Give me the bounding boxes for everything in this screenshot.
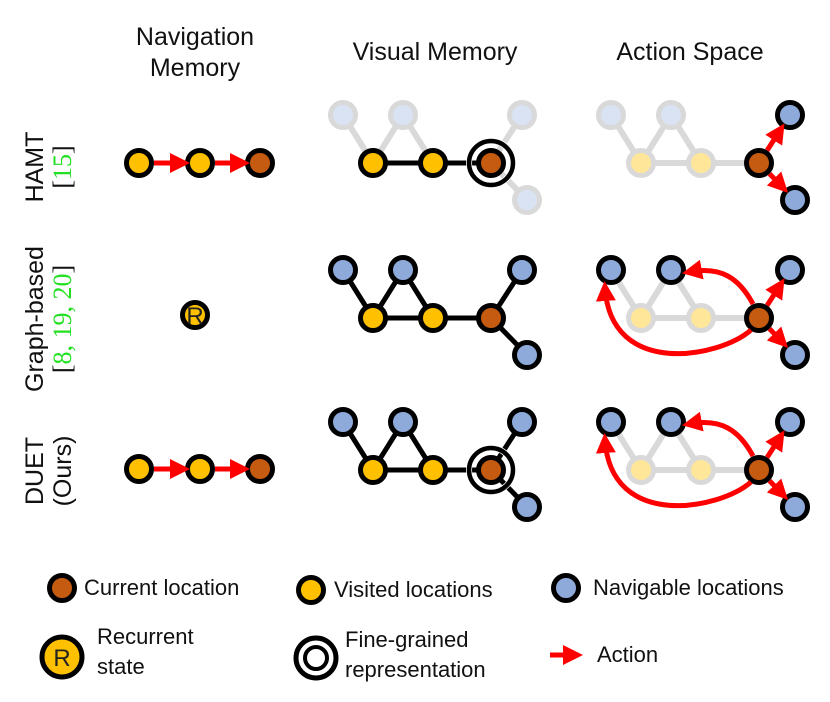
graph-visual-navigable-node [512,340,542,370]
legend-current-label: Current location [84,575,240,600]
duet-visual-fine-grained-ring [466,445,516,495]
duet-action-navigable-node [775,407,805,437]
hamt-action-navigable-node [775,100,805,130]
graph-visual-visited-node [358,303,388,333]
hamt-visual-navigable-node [512,185,542,215]
legend-current-icon [47,573,77,603]
hamt-visual-navigable-node [388,100,418,130]
hamt-nav-visited-node [185,148,215,178]
legend-recurrent-line1: Recurrent [97,624,194,649]
hamt-nav-visited-node [124,148,154,178]
hamt-action-faded-visited-node [626,148,656,178]
graph-action-action-arrow-curved [682,259,756,306]
graph-action-navigable-node [656,255,686,285]
hamt-action-faded-visited-node [686,148,716,178]
duet-action-action-arrow [765,430,785,459]
legend-fine-grained-line2: representation [345,657,486,682]
hamt-visual-visited-node [418,148,448,178]
duet-action-navigable-node [780,492,810,522]
legend-layer: R [39,573,584,681]
duet-action-navigable-node [656,407,686,437]
graph-visual-visited-node [418,303,448,333]
duet-visual-navigable-node [328,407,358,437]
hamt-action-navigable-node [596,100,626,130]
column-header-line1: Visual Memory [352,38,518,66]
legend-recurrent-icon [39,634,85,680]
column-header-line1: Action Space [616,38,764,66]
column-header-navigation-memory: Navigation Memory [100,22,290,84]
duet-visual-current-node [476,455,506,485]
legend-navigable-label: Navigable locations [593,575,784,600]
duet-visual-navigable-node [388,407,418,437]
hamt-action-action-arrow [766,171,789,193]
duet-nav-visited-node [185,454,215,484]
recurrent-state-symbol: R [186,303,203,330]
duet-action-faded-visited-node [626,455,656,485]
column-header-visual-memory: Visual Memory [320,37,550,68]
duet-action-current-node [744,455,774,485]
legend-recurrent-label: Recurrent state [97,622,194,682]
legend-recurrent-symbol: R [53,645,70,672]
graph-action-navigable-node [780,340,810,370]
graph-action-faded-visited-node [626,303,656,333]
hamt-action-navigable-node [780,185,810,215]
graph-visual-navigable-node [388,255,418,285]
graph-action-action-arrow-curved [595,281,753,357]
hamt-visual-fine-grained-ring [466,138,516,188]
duet-action-navigable-node [596,407,626,437]
graph-visual-current-node [476,303,506,333]
nodes-layer: R [124,100,810,522]
duet-action-action-arrow-curved [682,411,756,458]
duet-visual-navigable-node [512,492,542,522]
legend-fine-grained-icon-outer [293,635,339,681]
legend-recurrent-line2: state [97,654,145,679]
hamt-visual-visited-node [358,148,388,178]
duet-action-action-arrow [766,478,789,500]
column-header-line1: Navigation [135,23,255,51]
duet-action-faded-visited-node [686,455,716,485]
legend-visited-label: Visited locations [334,577,493,602]
duet-nav-current-node [245,454,275,484]
duet-visual-navigable-node [507,407,537,437]
arrows-layer [154,123,789,509]
hamt-visual-navigable-node [328,100,358,130]
graph-action-current-node [744,303,774,333]
graph-visual-navigable-node [507,255,537,285]
hamt-visual-navigable-node [507,100,537,130]
legend-fine-grained-icon-inner [303,645,329,671]
legend-navigable-icon [551,573,581,603]
duet-action-action-arrow-curved [595,433,753,509]
column-header-action-space: Action Space [590,37,790,68]
legend-fine-grained-label: Fine-grained representation [345,625,486,685]
column-header-line2: Memory [149,54,241,82]
recurrent-state-node [180,300,210,330]
graph-visual-navigable-node [328,255,358,285]
legend-action-label: Action [597,642,659,667]
duet-visual-visited-node [358,455,388,485]
graph-action-faded-visited-node [686,303,716,333]
duet-nav-visited-node [124,454,154,484]
graph-action-navigable-node [596,255,626,285]
legend-fine-grained-line1: Fine-grained [345,627,469,652]
graph-action-action-arrow [765,278,785,307]
hamt-action-current-node [744,148,774,178]
hamt-nav-current-node [245,148,275,178]
hamt-action-action-arrow [765,123,785,152]
duet-visual-visited-node [418,455,448,485]
hamt-action-navigable-node [656,100,686,130]
legend-visited-icon [296,575,326,605]
hamt-visual-current-node [476,148,506,178]
graph-action-action-arrow [766,326,789,348]
graph-action-navigable-node [775,255,805,285]
